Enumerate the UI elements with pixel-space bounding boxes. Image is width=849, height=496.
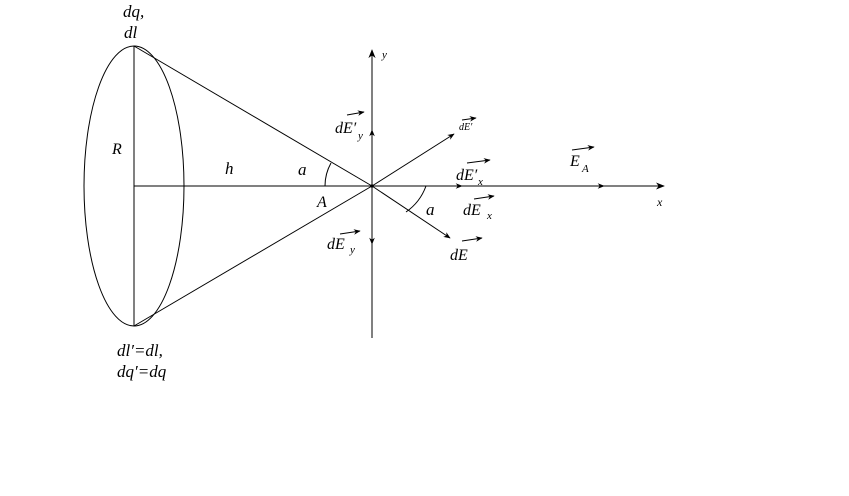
point-A	[370, 184, 374, 188]
angle-right-label: a	[426, 200, 435, 219]
dE-vector	[371, 185, 451, 239]
angle-left-label: a	[298, 160, 307, 179]
dEx-prime-sub: x	[477, 176, 483, 188]
dEy-label: dE	[327, 236, 345, 253]
point-label: A	[316, 194, 327, 211]
top-length-label: dl	[124, 23, 138, 42]
x-axis-label: x	[656, 195, 663, 209]
dE-prime-vector	[371, 133, 455, 187]
dEy-sub: y	[349, 244, 355, 256]
dEx-label: dE	[463, 202, 481, 219]
EA-label: E	[569, 153, 580, 170]
distance-label: h	[225, 159, 234, 178]
dEx-sub: x	[486, 210, 492, 222]
dEy-prime-overarrow	[346, 110, 365, 116]
bottom-charge-label: dq′=dq	[117, 362, 167, 381]
dEy-prime-sub: y	[357, 130, 363, 142]
bottom-length-label: dl′=dl,	[117, 341, 163, 360]
dEx-prime-label: dE′	[456, 167, 478, 184]
dE-prime-label: dE′	[459, 122, 473, 133]
radius-label: R	[111, 141, 122, 158]
top-charge-label: dq,	[123, 2, 144, 21]
dE-overarrow	[461, 236, 483, 242]
dEy-overarrow	[339, 229, 361, 235]
dEx-prime-overarrow	[466, 158, 491, 164]
EA-sub: A	[581, 163, 589, 175]
dE-label: dE	[450, 247, 468, 264]
angle-arc-left	[324, 162, 332, 187]
dE-prime-overarrow	[461, 116, 477, 122]
cone-line-top	[133, 45, 373, 187]
dEx-overarrow	[473, 194, 495, 200]
angle-arc-right	[405, 185, 427, 213]
EA-overarrow	[571, 145, 595, 151]
y-axis-label: y	[381, 49, 387, 61]
dEy-prime-label: dE′	[335, 120, 357, 137]
cone-line-bottom	[133, 185, 373, 327]
